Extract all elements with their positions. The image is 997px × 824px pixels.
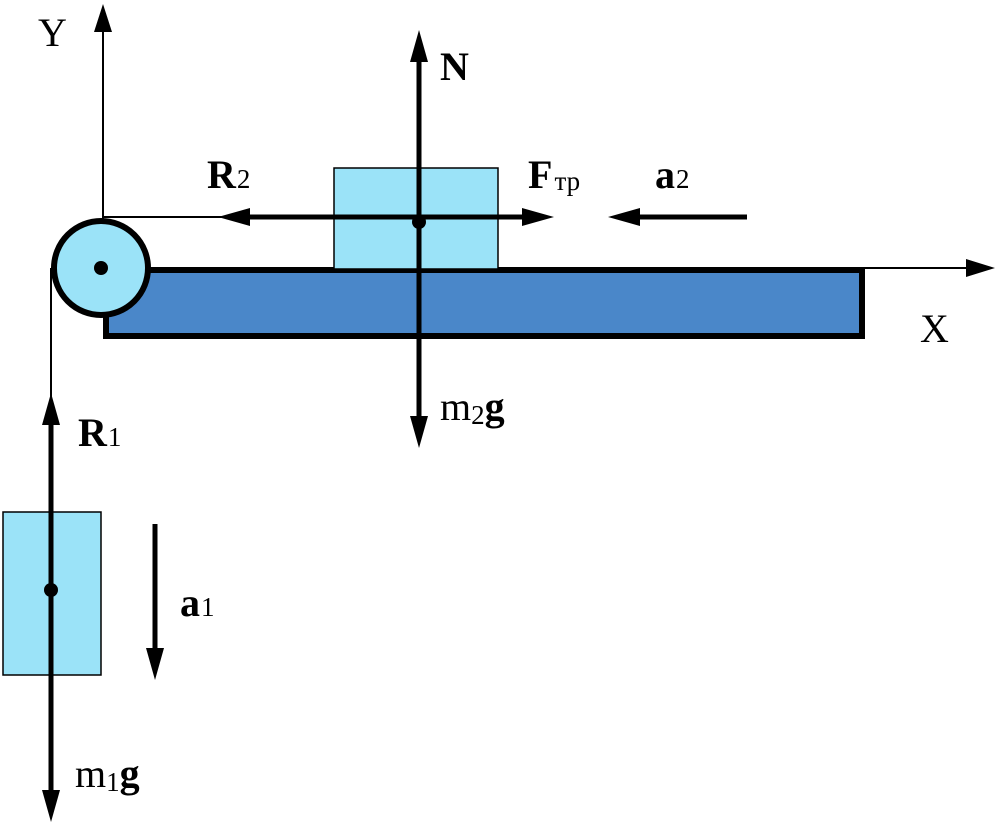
label-r1: R1 <box>78 410 121 455</box>
y-axis-label: Y <box>38 10 67 55</box>
force-r1-arrow <box>42 393 60 590</box>
label-r2: R2 <box>207 152 250 197</box>
force-m2g-arrow <box>410 222 428 448</box>
label-n: N <box>440 44 469 89</box>
label-m2g: m2g <box>440 384 505 430</box>
acceleration-a1-arrow <box>146 524 164 680</box>
label-a2: a2 <box>655 152 690 197</box>
label-friction: Fтр <box>528 152 580 197</box>
block-1-center <box>44 583 58 597</box>
acceleration-a2-arrow <box>608 208 747 226</box>
label-m1g: m1g <box>75 751 140 797</box>
force-m1g-arrow <box>42 590 60 822</box>
force-r2-arrow <box>218 208 419 226</box>
force-friction-arrow <box>419 208 554 226</box>
label-a1: a1 <box>180 580 215 625</box>
force-n-arrow <box>410 30 428 222</box>
pulley <box>51 218 151 318</box>
block-2-center <box>412 215 426 229</box>
x-axis-label: X <box>920 306 949 351</box>
table <box>103 267 865 339</box>
